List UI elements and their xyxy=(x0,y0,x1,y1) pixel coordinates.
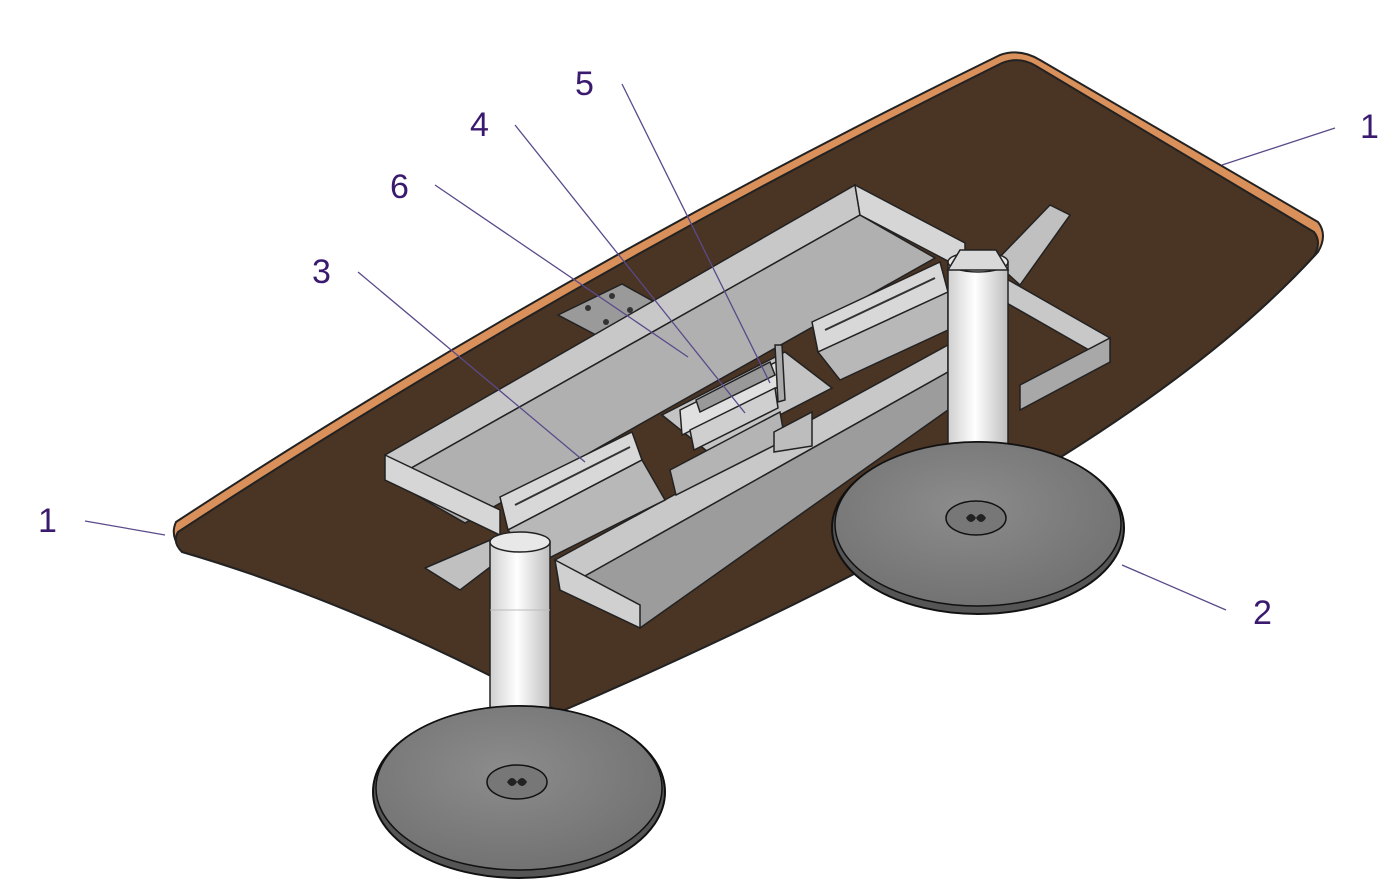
leader-line-5 xyxy=(621,83,771,384)
callout-tabletop-left: 1 xyxy=(38,502,57,540)
callout-tabletop-right: 1 xyxy=(1360,108,1379,146)
leader-line-4 xyxy=(514,124,746,414)
base-disc-left xyxy=(372,705,666,879)
column-right xyxy=(946,249,1010,445)
callout-rail: 3 xyxy=(312,253,331,291)
callout-plate: 6 xyxy=(390,168,409,206)
center-bracket xyxy=(660,344,834,497)
base-disc-right xyxy=(831,441,1125,615)
leader-line-6 xyxy=(434,184,689,358)
leader-line-1-left xyxy=(84,520,166,536)
callout-bracket: 4 xyxy=(470,106,489,144)
leader-line-2 xyxy=(1121,564,1227,611)
column-left xyxy=(489,531,551,723)
callout-crossbar: 5 xyxy=(575,65,594,103)
leader-lines xyxy=(84,83,1336,611)
leader-line-3 xyxy=(357,271,586,463)
leader-line-1-right xyxy=(1221,127,1336,166)
frame xyxy=(384,183,1111,630)
callout-base: 2 xyxy=(1253,594,1272,632)
